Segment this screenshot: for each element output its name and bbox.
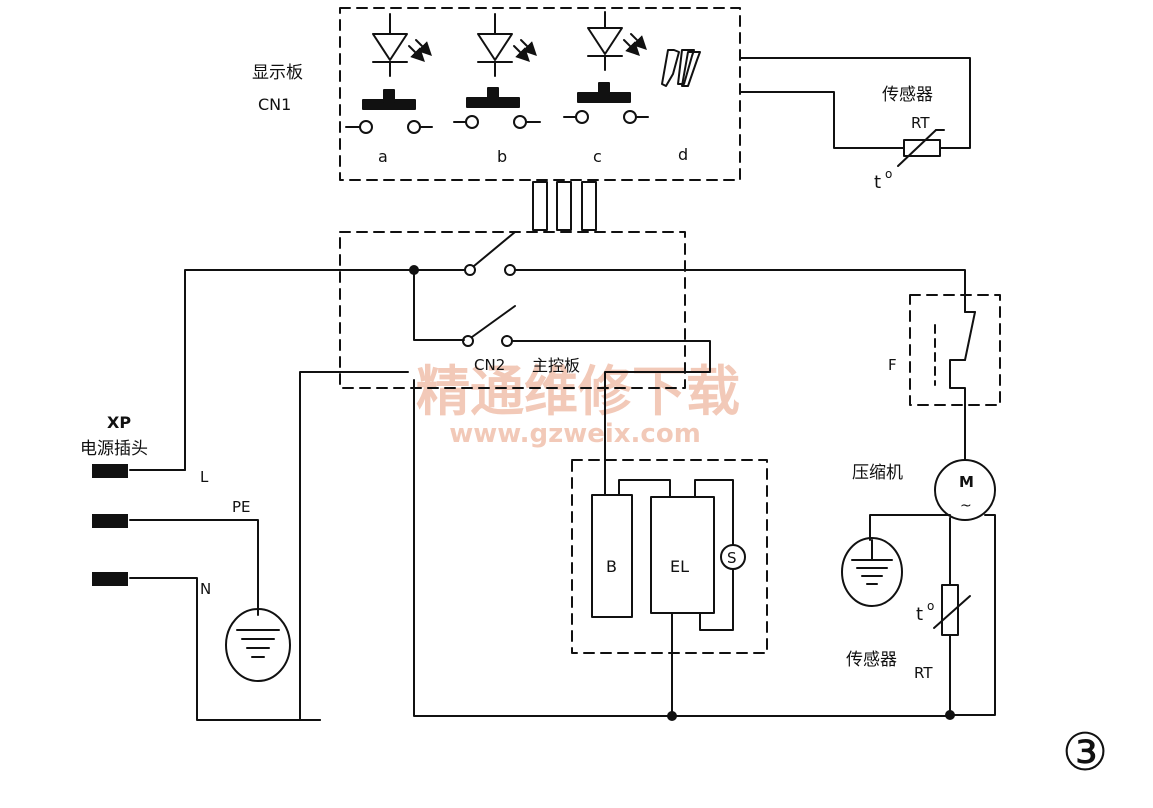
display-board-title: 显示板 [252,63,303,83]
sensor-bottom-title: 传感器 [846,650,897,670]
seven-segment-display-icon [661,49,701,87]
overload-switch-icon [934,311,976,461]
compressor-title: 压缩机 [852,463,903,483]
load-label-s: S [727,549,737,567]
compressor-return-wire [949,514,996,716]
sensor-top-title: 传感器 [882,85,933,105]
load-wire-bottom [699,568,734,631]
compressor-ground-icon [841,537,903,607]
load-label-b: B [606,557,617,576]
load-wire-top-2 [694,479,734,546]
plug-line-PE: PE [232,498,251,516]
sensor-top-temp-symbol: t [874,172,881,193]
plug-subtitle: 电源插头 [80,439,148,459]
load-wire-top-1 [618,479,671,498]
sensor-top-degree: o [885,167,892,181]
wire-L-branch [413,269,465,341]
led-c-icon [587,11,647,71]
compressor-ground-wire [869,514,951,541]
button-a-icon [345,89,433,134]
plug-line-L: L [200,468,209,486]
overload-box [909,294,1001,406]
junction-dots [409,265,955,721]
sensor-top-wire-1 [739,57,971,149]
plug-line-N: N [200,580,211,598]
main-board-title: 主控板 [532,356,580,375]
compressor-motor-icon [934,459,996,521]
wire-compressor-feed [514,269,966,313]
main-board-connector: CN2 [474,356,505,374]
button-b-icon [453,87,541,129]
button-label-d: d [678,145,688,164]
wire-L [184,269,466,471]
button-c-icon [563,82,649,124]
wire-N-board [299,371,409,721]
plug-title: XP [107,413,131,432]
fuse-label: F [888,356,897,374]
sensor-bottom-degree: o [927,599,934,613]
load-label-el: EL [670,557,689,576]
sensor-top-label: RT [911,114,930,132]
thermistor-bottom-icon [933,584,971,636]
figure-number: ③ [1062,723,1109,783]
sensor-bottom-label: RT [914,664,933,682]
wire-PE [129,519,259,616]
display-board-box [339,7,741,181]
light-el-box [650,496,715,614]
sensor-top-wire-2 [739,91,905,149]
button-label-b: b [497,147,507,166]
thermistor-top-icon [897,129,945,167]
button-label-a: a [378,147,388,166]
ribbon-cable [532,181,597,231]
load-box [571,459,768,654]
main-board-box [339,231,686,389]
wire-N [129,577,321,721]
wire-load [511,340,711,496]
sensor-bottom-temp-symbol: t [916,604,923,625]
motor-symbol: ~ [960,498,972,514]
button-label-c: c [593,147,602,166]
led-b-icon [477,13,537,77]
power-plug-icon [92,464,128,586]
display-board-connector: CN1 [258,95,291,114]
motor-letter: M [959,473,974,491]
relay-switch-1-icon [464,231,516,276]
wire-return-bus [413,379,951,717]
watermark-url: www.gzweix.com [449,419,701,449]
led-a-icon [372,13,432,77]
relay-b-box [591,494,633,618]
earth-ground-icon [225,608,291,682]
relay-switch-2-icon [462,305,516,347]
